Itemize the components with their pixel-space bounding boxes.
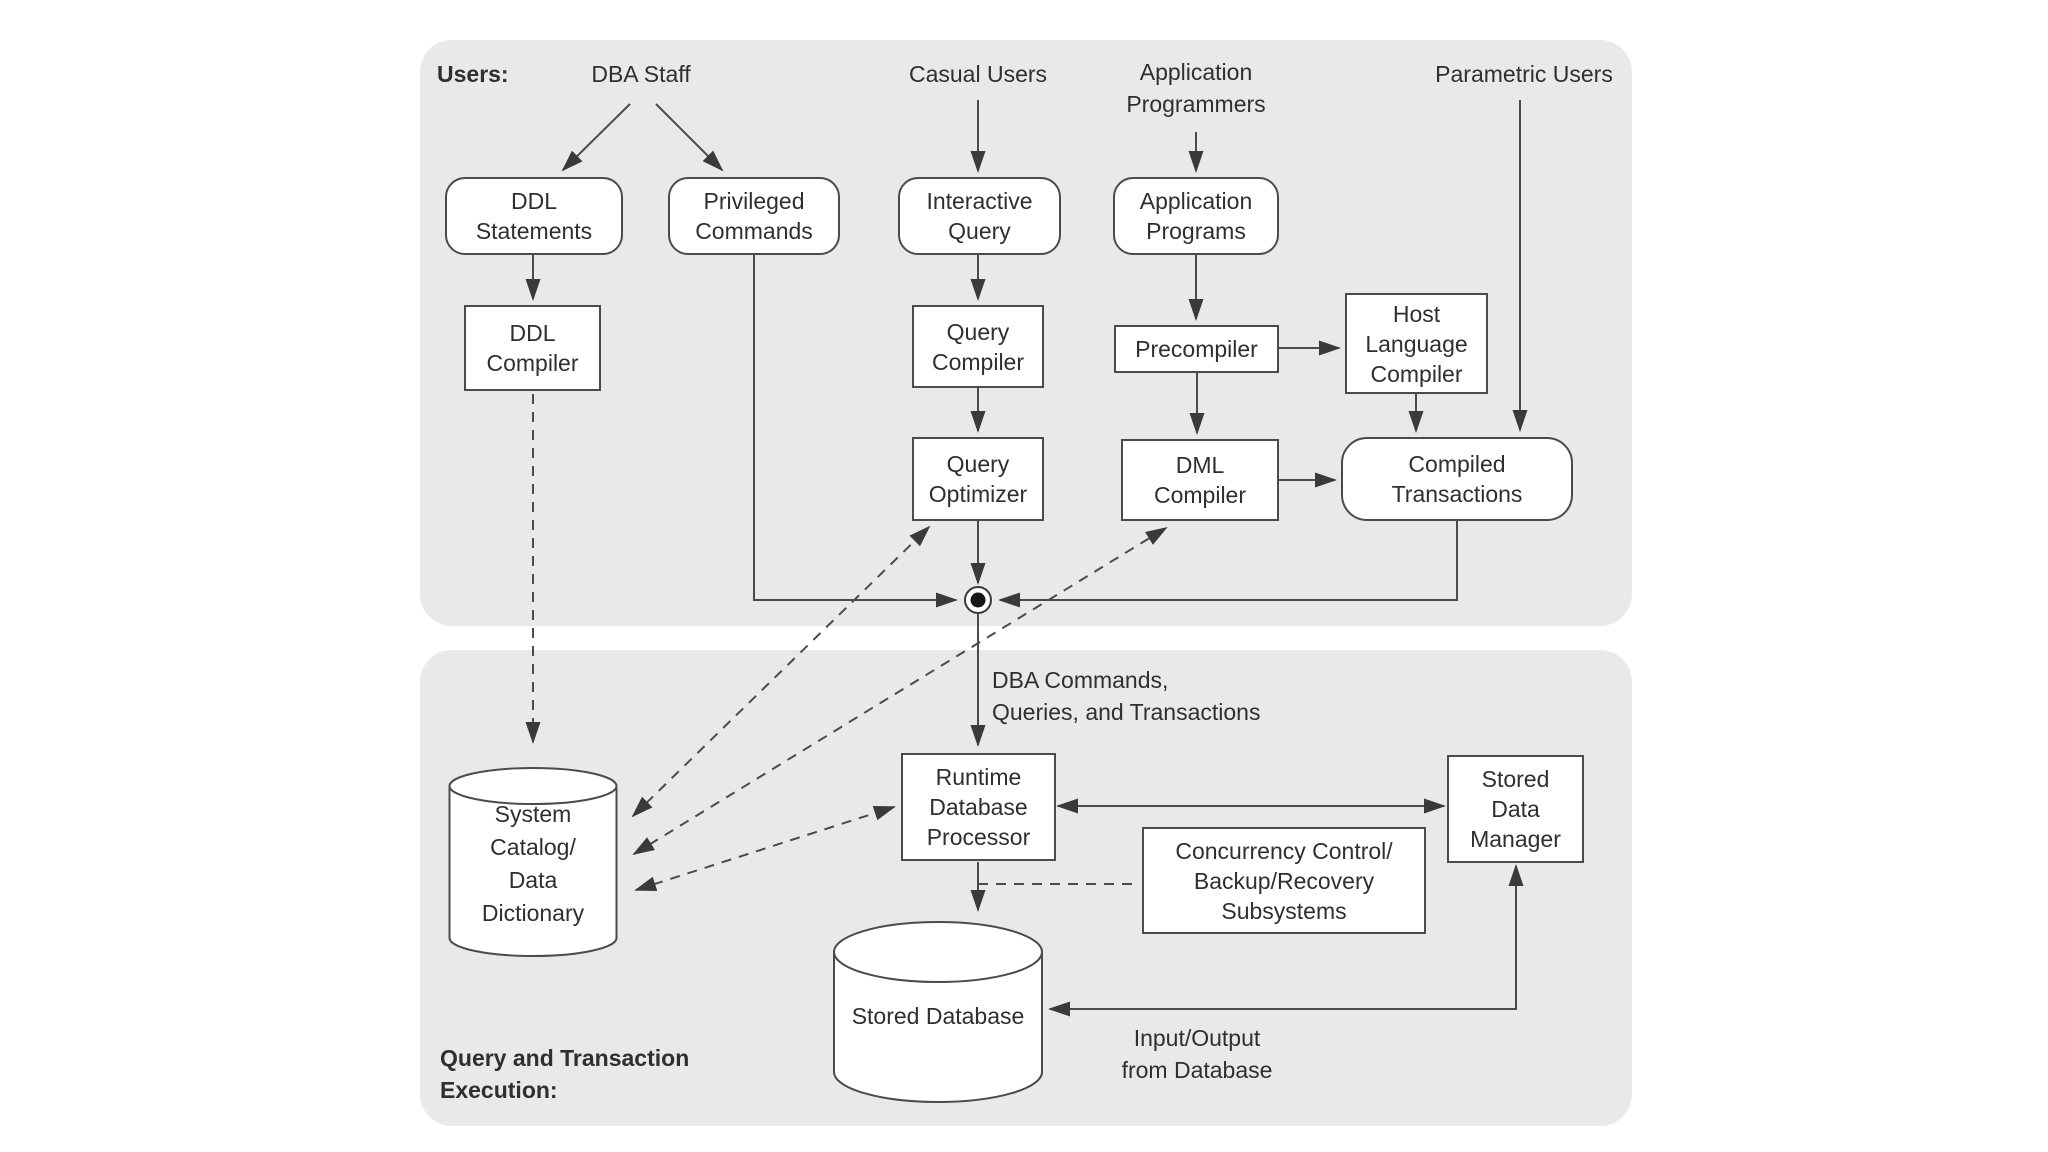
dashed-system-catalog-runtime-processor: [634, 805, 896, 892]
arrow-dba-staff-to-privileged-commands: [655, 103, 724, 172]
arrow-dba-staff-to-ddl-statements: [561, 103, 631, 172]
junction-dot: [964, 586, 992, 614]
input-output-label: Input/Output from Database: [1121, 1025, 1273, 1083]
user-group-application-programmers: Application Programmers: [1126, 59, 1266, 117]
stored-database-label: Stored Database: [851, 1003, 1025, 1029]
node-interactive-query: Interactive Query: [898, 177, 1061, 255]
dashed-system-catalog-dml-compiler: [632, 526, 1168, 856]
execution-section-label: Query and Transaction Execution:: [440, 1045, 690, 1103]
node-host-language-compiler: Host Language Compiler: [1345, 293, 1488, 394]
node-application-programs: Application Programs: [1113, 177, 1279, 255]
user-group-dba-staff: DBA Staff: [591, 61, 691, 87]
node-precompiler: Precompiler: [1114, 325, 1279, 373]
dashed-system-catalog-query-optimizer: [631, 525, 931, 818]
arrow-io-stored-database-stored-data-manager: [1048, 864, 1524, 1017]
system-catalog-cylinder: [448, 767, 618, 957]
node-privileged-commands: Privileged Commands: [668, 177, 840, 255]
stored-database-cylinder: [833, 921, 1043, 1103]
node-concurrency-subsystems: Concurrency Control/ Backup/Recovery Sub…: [1142, 827, 1426, 934]
node-compiled-transactions: Compiled Transactions: [1341, 437, 1573, 521]
user-group-casual-users: Casual Users: [908, 61, 1048, 87]
node-query-optimizer: Query Optimizer: [912, 437, 1044, 521]
node-stored-data-manager: Stored Data Manager: [1447, 755, 1584, 863]
users-section-label: Users:: [437, 61, 509, 87]
node-runtime-database-processor: Runtime Database Processor: [901, 753, 1056, 861]
node-ddl-compiler: DDL Compiler: [464, 305, 601, 391]
system-catalog-label: System Catalog/ Data Dictionary: [481, 801, 585, 926]
node-dml-compiler: DML Compiler: [1121, 439, 1279, 521]
user-group-parametric-users: Parametric Users: [1435, 61, 1613, 87]
node-ddl-statements: DDL Statements: [445, 177, 623, 255]
node-query-compiler: Query Compiler: [912, 305, 1044, 388]
dba-commands-flow-label: DBA Commands, Queries, and Transactions: [992, 667, 1261, 725]
